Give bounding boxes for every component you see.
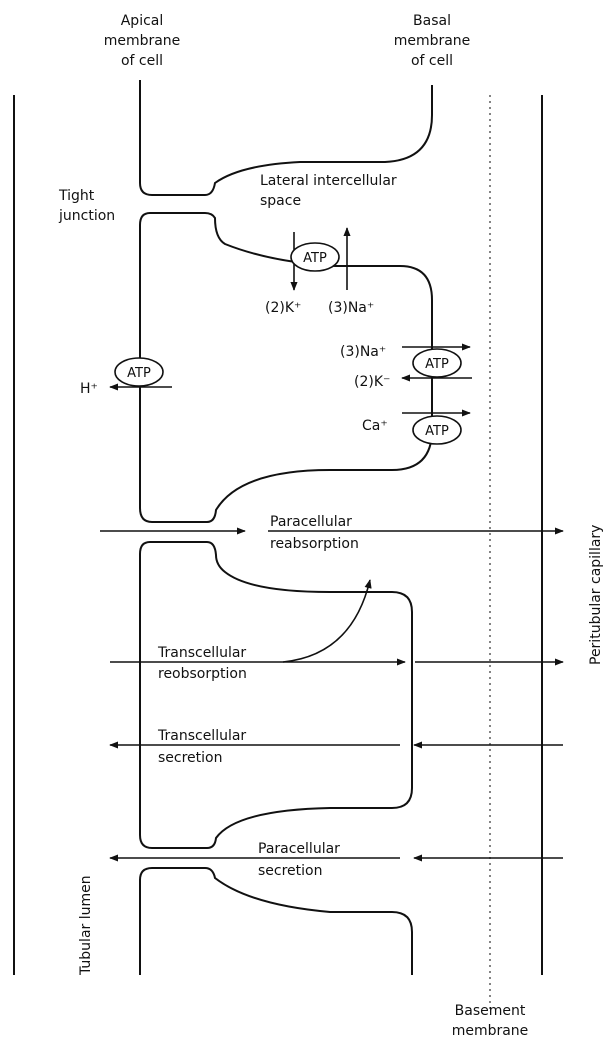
svg-text:Basement: Basement: [455, 1003, 526, 1019]
svg-text:Transcellular: Transcellular: [157, 645, 246, 661]
upper-cell-membrane: [140, 213, 432, 522]
tubular-lumen-label: Tubular lumen: [78, 875, 94, 976]
svg-text:Lateral intercellular: Lateral intercellular: [260, 173, 397, 189]
na-top-label: (3)Na⁺: [328, 300, 374, 316]
apical-membrane-label: Apical membrane of cell: [104, 13, 181, 69]
svg-text:junction: junction: [58, 208, 115, 224]
bottom-cell-membrane: [140, 868, 412, 975]
paracellular-secretion-label: Paracellular secretion: [258, 841, 340, 879]
svg-text:reobsorption: reobsorption: [158, 666, 247, 682]
basal-membrane-label: Basal membrane of cell: [394, 13, 471, 69]
svg-text:reabsorption: reabsorption: [270, 536, 359, 552]
svg-text:membrane: membrane: [452, 1023, 529, 1039]
h-left-label: H⁺: [80, 381, 98, 397]
svg-text:space: space: [260, 193, 301, 209]
svg-text:Paracellular: Paracellular: [258, 841, 340, 857]
svg-text:secretion: secretion: [258, 863, 322, 879]
k-right-label: (2)K⁻: [354, 374, 390, 390]
svg-text:membrane: membrane: [104, 33, 181, 49]
k-top-label: (2)K⁺: [265, 300, 301, 316]
paracellular-reabsorption-label: Paracellular reabsorption: [270, 514, 359, 552]
svg-text:Paracellular: Paracellular: [270, 514, 352, 530]
basement-membrane-label: Basement membrane: [452, 1003, 529, 1039]
peritubular-capillary-label: Peritubular capillary: [588, 525, 604, 665]
atp-label-top: ATP: [303, 251, 327, 266]
svg-text:of cell: of cell: [121, 53, 163, 69]
ca-right-label: Ca⁺: [362, 418, 388, 434]
svg-text:secretion: secretion: [158, 750, 222, 766]
svg-text:Tight: Tight: [58, 188, 95, 204]
svg-text:Transcellular: Transcellular: [157, 728, 246, 744]
tight-junction-label: Tight junction: [58, 188, 115, 224]
atp-label-right-upper: ATP: [425, 357, 449, 372]
lateral-intercellular-space-label: Lateral intercellular space: [260, 173, 397, 209]
svg-text:Basal: Basal: [413, 13, 451, 29]
transcellular-reabsorption-label: Transcellular reobsorption: [157, 645, 247, 682]
atp-label-right-lower: ATP: [425, 424, 449, 439]
svg-text:membrane: membrane: [394, 33, 471, 49]
na-right-label: (3)Na⁺: [340, 344, 386, 360]
transcellular-secretion-label: Transcellular secretion: [157, 728, 246, 766]
svg-text:Apical: Apical: [121, 13, 164, 29]
lower-cell-membrane: [140, 542, 412, 848]
svg-text:of cell: of cell: [411, 53, 453, 69]
atp-label-left: ATP: [127, 366, 151, 381]
